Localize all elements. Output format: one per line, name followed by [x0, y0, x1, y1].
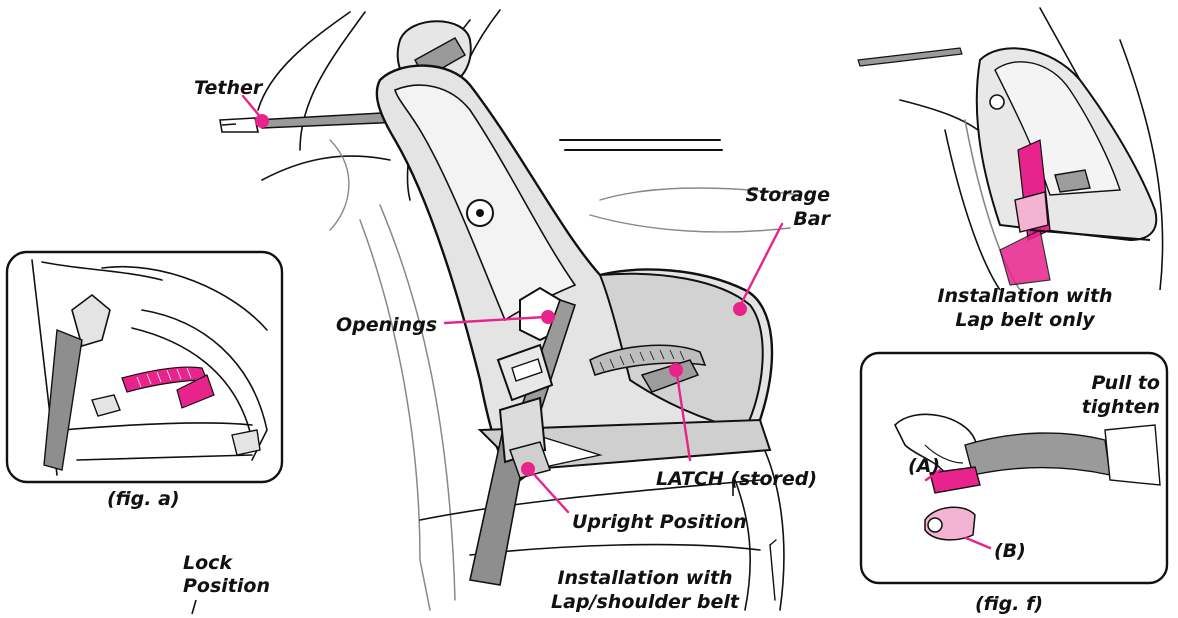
pull-to-tighten-line1: Pull to	[1060, 372, 1160, 394]
latch-leader-line	[676, 368, 690, 460]
upright-leader-line	[530, 470, 568, 512]
tether-dot	[255, 114, 269, 128]
tether-label: Tether	[194, 77, 262, 99]
latch-dot	[669, 363, 683, 377]
latch-stored-label: LATCH (stored)	[656, 468, 817, 490]
callout-b-label: (B)	[994, 540, 1026, 562]
install-lap-only-line1: Installation with	[920, 285, 1130, 307]
openings-label: Openings	[336, 314, 437, 336]
upright-position-label: Upright Position	[572, 511, 747, 533]
storage-bar-label-line1: Storage	[722, 184, 830, 206]
storage-bar-label-line2: Bar	[722, 208, 830, 230]
lock-position-label-line2: Position	[183, 575, 270, 597]
install-lap-shoulder-line1: Installation with	[540, 567, 750, 589]
fig-a-caption: (fig. a)	[107, 488, 180, 510]
storage-bar-leader-line	[740, 224, 782, 306]
pull-to-tighten-line2: tighten	[1060, 396, 1160, 418]
callout-a-label: (A)	[908, 455, 940, 477]
lock-position-tick	[192, 600, 196, 614]
callout-b-leader-line	[966, 538, 990, 548]
openings-leader-line	[445, 317, 545, 323]
upright-dot	[521, 462, 535, 476]
openings-dot	[541, 310, 555, 324]
storage-bar-dot	[733, 302, 747, 316]
install-lap-shoulder-line2: Lap/shoulder belt	[540, 591, 750, 613]
fig-f-caption: (fig. f)	[975, 593, 1043, 615]
lock-position-label-line1: Lock	[183, 552, 232, 574]
install-lap-only-line2: Lap belt only	[920, 309, 1130, 331]
